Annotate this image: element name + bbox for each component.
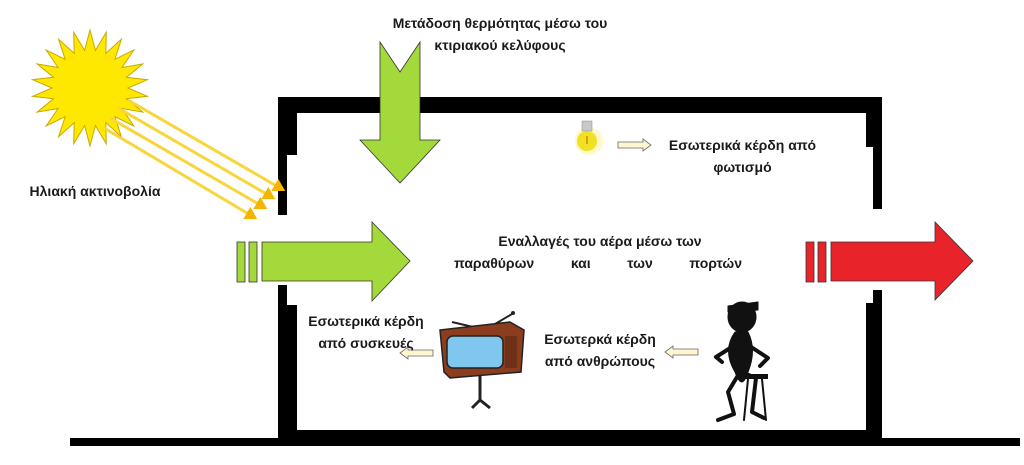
solar-ray-arrowhead <box>253 196 268 210</box>
air-outflow-arrow <box>805 221 974 301</box>
lighting-gain-label-line2: φωτισμό <box>713 159 772 175</box>
building-envelope <box>278 97 882 444</box>
air-exchange-word-windows: παραθύρων <box>454 255 535 271</box>
sun-icon <box>30 28 150 148</box>
appliance-gain-label-line2: από συσκευές <box>318 335 414 351</box>
appliance-gain-label: Εσωτερικά κέρδη από συσκευές <box>296 310 436 354</box>
air-exchange-word-and: και <box>570 255 591 271</box>
lighting-gain-arrow <box>617 138 652 152</box>
solar-ray-arrowhead <box>243 206 258 220</box>
solar-radiation-label: Ηλιακή ακτινοβολία <box>29 183 161 199</box>
appliance-gain-arrow <box>399 346 434 360</box>
envelope-heat-label-line2: κτιριακού κελύφους <box>434 37 566 53</box>
envelope-heat-label-line1: Μετάδοση θερμότητας μέσω του <box>392 15 608 31</box>
air-exchange-label: Εναλλαγές του αέρα μέσω των παραθύρων κα… <box>450 230 750 274</box>
solar-ray <box>109 116 263 208</box>
light-bulb-icon <box>575 120 603 155</box>
people-gain-label-line1: Εσωτερκά κέρδη <box>544 331 656 347</box>
solar-ray-arrowhead <box>271 178 286 192</box>
envelope-heat-label: Μετάδοση θερμότητας μέσω του κτιριακού κ… <box>390 12 610 56</box>
air-exchange-word-doors: πορτών <box>689 255 742 271</box>
people-gain-label: Εσωτερκά κέρδη από ανθρώπους <box>530 328 670 372</box>
air-exchange-word-the: των <box>627 255 653 271</box>
lighting-gain-label-line1: Εσωτερικά κέρδη από <box>668 137 817 153</box>
solar-rays <box>103 98 286 220</box>
lighting-gain-label: Εσωτερικά κέρδη από φωτισμό <box>655 134 830 178</box>
appliance-gain-label-line1: Εσωτερικά κέρδη <box>308 313 424 329</box>
people-gain-label-line2: από ανθρώπους <box>544 353 656 369</box>
envelope-heat-arrow <box>359 40 441 184</box>
solar-ray <box>103 126 253 218</box>
air-exchange-label-line1: Εναλλαγές του αέρα μέσω των <box>498 233 702 249</box>
people-gain-arrow <box>664 345 699 359</box>
solar-ray <box>117 106 271 198</box>
solar-ray-arrowhead <box>261 186 276 200</box>
air-inflow-arrow <box>236 221 411 303</box>
television-icon <box>439 311 525 410</box>
seated-person-icon <box>714 301 770 422</box>
solar-ray <box>127 98 281 190</box>
air-exchange-label-line2: παραθύρων και των πορτών <box>450 252 750 274</box>
